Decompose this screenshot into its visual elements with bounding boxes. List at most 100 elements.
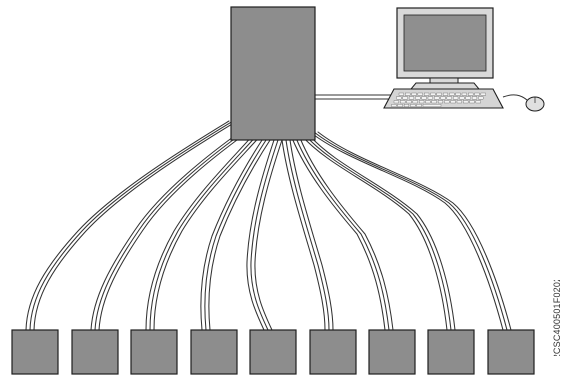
keyboard-key bbox=[437, 100, 444, 104]
monitor bbox=[396, 7, 494, 90]
keyboard-key bbox=[412, 100, 418, 104]
keyboard-key bbox=[415, 96, 421, 100]
keyboard-key bbox=[400, 100, 406, 104]
module-6 bbox=[309, 329, 357, 375]
keyboard-key bbox=[456, 100, 462, 104]
keyboard-key bbox=[436, 92, 442, 96]
keyboard-key bbox=[449, 92, 455, 96]
keyboard-key bbox=[408, 96, 415, 100]
cable-9-strand-2 bbox=[313, 131, 508, 331]
cable-2 bbox=[90, 128, 253, 331]
keyboard-key bbox=[475, 100, 481, 104]
keyboard bbox=[383, 88, 504, 109]
keyboard-key bbox=[474, 92, 480, 96]
module-8 bbox=[427, 329, 475, 375]
keyboard-key bbox=[424, 92, 430, 96]
cable-5-strand-2 bbox=[250, 139, 279, 331]
module-7 bbox=[368, 329, 416, 375]
cable-8-strand-2 bbox=[305, 135, 452, 331]
keyboard-key bbox=[427, 96, 433, 100]
cable-6-strand-2 bbox=[285, 139, 330, 331]
keyboard-key bbox=[430, 92, 436, 96]
cable-8-strand-3 bbox=[309, 135, 456, 331]
cable-8-strand-1 bbox=[301, 135, 448, 331]
keyboard-key bbox=[421, 96, 427, 100]
cable-7-strand-3 bbox=[299, 137, 394, 331]
cable-7 bbox=[291, 137, 394, 331]
keyboard-key bbox=[461, 92, 467, 96]
cable-2-strand-2 bbox=[94, 128, 249, 331]
keyboard-key bbox=[416, 104, 422, 107]
cable-7-strand-2 bbox=[295, 137, 390, 331]
cable-2-strand-3 bbox=[98, 128, 253, 331]
module-1 bbox=[11, 329, 59, 375]
central-unit-layer bbox=[230, 6, 316, 141]
keyboard-key bbox=[440, 96, 446, 100]
keyboard-key bbox=[444, 100, 450, 104]
cable-6 bbox=[281, 139, 334, 331]
cable-5 bbox=[246, 139, 283, 331]
module-3 bbox=[130, 329, 178, 375]
cable-9 bbox=[309, 131, 512, 331]
keyboard-key bbox=[480, 92, 486, 96]
keyboard-key bbox=[391, 104, 397, 107]
module-row bbox=[11, 329, 535, 375]
keyboard-key bbox=[463, 100, 469, 104]
keyboard-key bbox=[405, 92, 411, 96]
cable-8 bbox=[301, 135, 456, 331]
keyboard-key bbox=[455, 92, 461, 96]
keyboard-key bbox=[459, 96, 465, 100]
mouse-cable bbox=[502, 94, 528, 101]
keyboard-key bbox=[422, 104, 442, 107]
module-9 bbox=[487, 329, 535, 375]
cable-layer bbox=[25, 94, 512, 331]
cable-3-strand-2 bbox=[149, 132, 260, 331]
keyboard-key bbox=[419, 100, 425, 104]
keyboard-key bbox=[471, 96, 478, 100]
central-unit bbox=[230, 6, 316, 141]
module-2 bbox=[71, 329, 119, 375]
keyboard-key bbox=[434, 96, 440, 100]
cable-1-strand-2 bbox=[29, 120, 234, 331]
keyboard-key bbox=[431, 100, 437, 104]
monitor-screen bbox=[403, 14, 487, 72]
cable-4-strand-1 bbox=[200, 136, 265, 331]
keyboard-key bbox=[410, 104, 416, 107]
keyboard-key bbox=[417, 92, 423, 96]
keyboard-key bbox=[450, 100, 456, 104]
cable-6-strand-3 bbox=[289, 139, 334, 331]
figure-code-text: 2CSC400501F0202 bbox=[552, 280, 562, 356]
monitor-base bbox=[409, 82, 481, 90]
cable-9-strand-3 bbox=[317, 131, 512, 331]
keyboard-key bbox=[398, 92, 404, 96]
keyboard-key bbox=[411, 92, 417, 96]
keyboard-key bbox=[406, 100, 412, 104]
cable-2-strand-1 bbox=[90, 128, 245, 331]
cable-1 bbox=[25, 120, 238, 331]
computer-link bbox=[315, 94, 398, 100]
computer-workstation bbox=[383, 7, 545, 112]
mouse bbox=[525, 96, 545, 112]
keyboard-key bbox=[468, 92, 474, 96]
keyboard-key bbox=[442, 92, 449, 96]
cable-4-strand-2 bbox=[204, 136, 269, 331]
cable-7-strand-1 bbox=[291, 137, 386, 331]
cable-3-strand-3 bbox=[153, 132, 264, 331]
cable-4 bbox=[200, 136, 273, 331]
keyboard-key bbox=[465, 96, 471, 100]
cable-6-strand-1 bbox=[281, 139, 326, 331]
module-5 bbox=[249, 329, 297, 375]
cable-1-strand-1 bbox=[25, 120, 230, 331]
keyboard-key bbox=[446, 96, 452, 100]
cable-5-strand-3 bbox=[254, 139, 283, 331]
cable-3-strand-1 bbox=[145, 132, 256, 331]
cable-1-strand-3 bbox=[33, 120, 238, 331]
keyboard-key bbox=[397, 104, 403, 107]
cable-9-strand-1 bbox=[309, 131, 504, 331]
keyboard-key bbox=[469, 100, 475, 104]
monitor-neck bbox=[429, 77, 459, 84]
cable-4-strand-3 bbox=[208, 136, 273, 331]
module-4 bbox=[190, 329, 238, 375]
figure-code-label: 2CSC400501F0202 bbox=[551, 280, 563, 356]
